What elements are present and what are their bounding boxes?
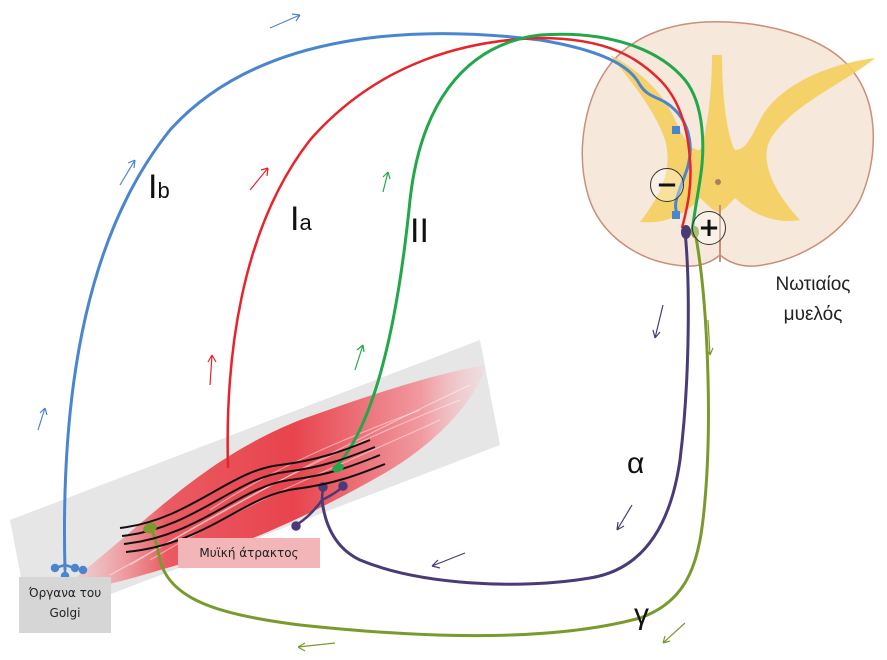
spinal-cord-caption: Νωτιαίος μυελός bbox=[760, 270, 866, 330]
ib-label-sub: b bbox=[157, 178, 169, 203]
gamma-arrow-3 bbox=[298, 643, 335, 651]
alpha-arrow-3 bbox=[432, 553, 465, 568]
golgi-organ-label: Όργανα του Golgi bbox=[19, 577, 111, 633]
spinal-cord-caption-line2: μυελός bbox=[760, 300, 866, 330]
spinal-cord bbox=[582, 22, 875, 266]
alpha-label: α bbox=[627, 447, 644, 481]
ia-arrow-1 bbox=[250, 168, 268, 190]
ib-arrow-2 bbox=[120, 160, 135, 185]
alpha-arrow-2 bbox=[617, 505, 632, 530]
golgi-organ-label-line1: Όργανα του bbox=[19, 583, 111, 603]
muscle-spindle-label: Μυϊκή άτρακτος bbox=[178, 538, 320, 568]
golgi-organ-label-line2: Golgi bbox=[19, 603, 111, 623]
gamma-label: γ bbox=[634, 598, 649, 632]
ib-label: Ib bbox=[148, 168, 170, 207]
ib-arrow-3 bbox=[38, 408, 47, 430]
ia-label-sub: a bbox=[299, 210, 311, 235]
spinal-cord-caption-line1: Νωτιαίος bbox=[760, 270, 866, 300]
inhibitory-sign: − bbox=[650, 168, 684, 202]
ib-synapse bbox=[672, 126, 680, 134]
ii-label: II bbox=[410, 212, 429, 251]
alpha-motor-neuron bbox=[681, 225, 691, 239]
ia-arrow-2 bbox=[208, 355, 216, 385]
central-canal bbox=[715, 179, 721, 185]
ii-arrow-2 bbox=[355, 345, 364, 370]
alpha-arrow-1 bbox=[653, 305, 663, 338]
interneuron-synapse bbox=[672, 211, 680, 219]
ib-arrow-1 bbox=[270, 14, 300, 28]
ia-label: Ia bbox=[290, 200, 312, 239]
excitatory-sign: + bbox=[692, 211, 726, 245]
gamma-arrow-2 bbox=[663, 623, 685, 643]
ii-arrow-1 bbox=[383, 172, 390, 192]
